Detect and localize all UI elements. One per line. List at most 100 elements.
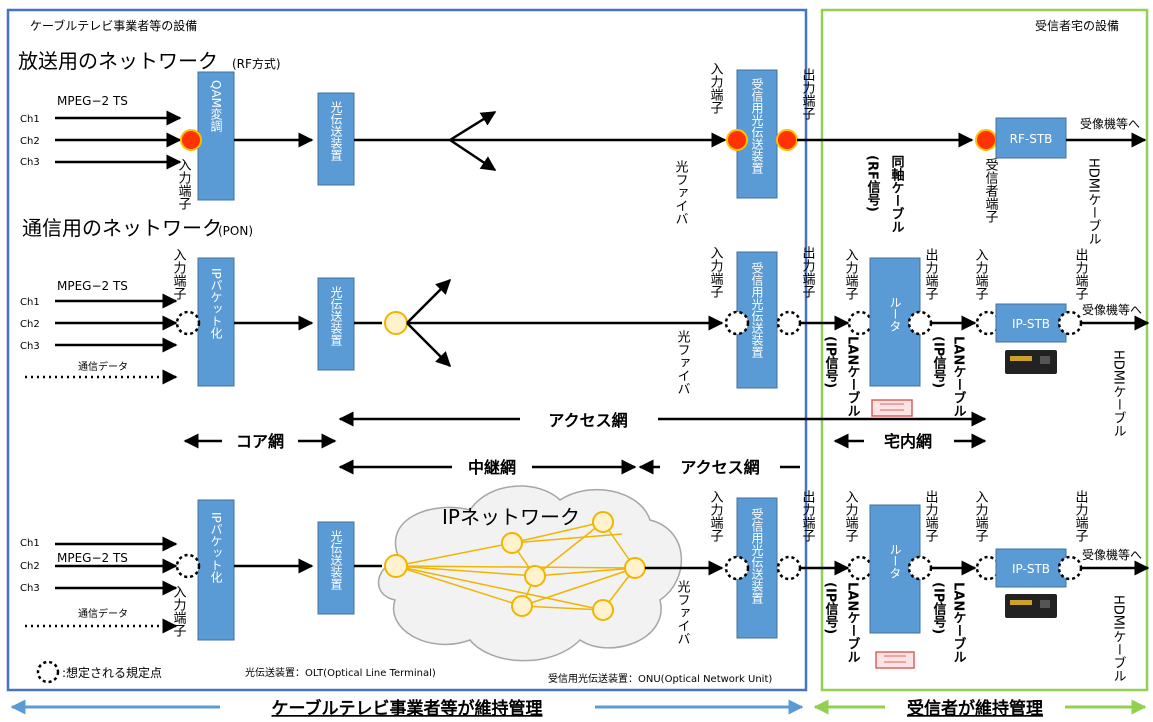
ip-ip-stb-label: IP-STB (1012, 562, 1050, 576)
ip-onu-output-port (776, 555, 802, 581)
qam-modulator-label: QAM変調 (209, 80, 223, 132)
rf-coax-label: 同軸ケーブル (889, 155, 905, 233)
ip-ch1-label: Ch1 (20, 538, 40, 549)
subscriber-region-title: 受信者宅の設備 (1035, 18, 1119, 33)
legend-onu-label: 受信用光伝送装置：ONU(Optical Network Unit) (548, 672, 772, 685)
ip-network-label: IPネットワーク (442, 505, 580, 529)
pon-onu-output-port (776, 310, 802, 336)
pon-ip-input-label: 入力端子 (171, 248, 187, 300)
pon-onu-input-label: 入力端子 (708, 246, 724, 298)
pon-stb-input-label: 入力端子 (973, 248, 989, 300)
access-zone-label: アクセス網 (548, 411, 627, 430)
subscriber-maintenance-label: 受信者が維持管理 (907, 698, 1043, 719)
rf-optical-tx-box (317, 92, 355, 186)
pon-lan-cable-label-1: LANケーブル (845, 336, 861, 418)
home-zone-label-bg (864, 428, 954, 454)
rf-optical-tx-label: 光伝送装置 (329, 101, 343, 161)
pon-optical-tx-box (317, 277, 355, 371)
ip-router-input-label: 入力端子 (843, 490, 859, 542)
qam-input-label: 入力端子 (176, 158, 192, 210)
ip-stb-input-label: 入力端子 (973, 490, 989, 542)
pon-split-up-arrow (406, 278, 452, 324)
home-zone-label: 宅内網 (884, 432, 932, 451)
pon-ch3-label: Ch3 (20, 341, 40, 352)
pon-split-down-arrow (406, 322, 452, 368)
ip-optical-tx-box (317, 521, 355, 615)
ip-to-receiver-label: 受像機等へ (1082, 547, 1142, 562)
rf-split-down-arrow (449, 138, 497, 172)
ip-ch3-label: Ch3 (20, 583, 40, 594)
rf-onu-input-label: 入力端子 (708, 62, 724, 114)
subscriber-region (820, 8, 1149, 692)
ip-fiber-label: 光ファイバ (675, 580, 691, 645)
ip-router-icon-1 (501, 532, 523, 554)
ip-router-label: ルータ (888, 543, 902, 579)
relay-zone-label: 中継網 (468, 458, 516, 477)
ip-network-mesh (395, 521, 636, 611)
rf-receiver-terminal-label: 受信者端子 (983, 158, 999, 223)
ip-lan-cable-label-1: LANケーブル (845, 582, 861, 664)
ip-lan-cable-label-2: LANケーブル (951, 582, 967, 664)
ip-optical-tx-label: 光伝送装置 (329, 530, 343, 590)
ip-comm-data-label: 通信データ (78, 607, 128, 620)
pon-comm-data-label: 通信データ (78, 360, 128, 373)
pon-router-device-icon (871, 399, 913, 417)
legend-ref-point-label: :想定される規定点 (62, 665, 162, 680)
ip-onu-output-label: 出力端子 (800, 490, 816, 542)
pon-onu-output-label: 出力端子 (800, 246, 816, 298)
rf-split-up-arrow (449, 110, 497, 142)
ip-router-input-port (847, 555, 873, 581)
legend-ref-point-icon (36, 660, 60, 684)
rf-stb-label: RF-STB (1010, 132, 1053, 146)
ip-optical-rx-label: 受信用光伝送装置 (750, 508, 764, 604)
subscriber-maintenance-label-bg (885, 694, 1065, 720)
ip-router-icon-2 (592, 511, 614, 533)
qam-modulator-box (197, 71, 235, 201)
access-zone-label-2: アクセス網 (680, 458, 759, 477)
pon-stb-output-port (1057, 310, 1083, 336)
rf-section-subtitle: (RF方式) (232, 56, 281, 71)
pon-lan-cable-label-2: LANケーブル (951, 336, 967, 418)
rf-onu-output-port (776, 129, 798, 151)
rf-optical-rx-label: 受信用光伝送装置 (750, 78, 764, 174)
ip-stb-output-port (1057, 555, 1083, 581)
ip-router-icon-4 (624, 557, 646, 579)
ip-packet-input-port (175, 553, 201, 579)
rf-ch1-label: Ch1 (20, 114, 40, 125)
ip-router-output-label: 出力端子 (923, 490, 939, 542)
rf-hdmi-label: HDMIケーブル (1086, 158, 1101, 245)
ip-router-icon-6 (592, 599, 614, 621)
rf-stb-input-port (975, 129, 997, 151)
access-zone-label-bg (520, 405, 658, 433)
pon-ip-packet-label: IPパケット化 (209, 268, 223, 339)
pon-stb-device-icon (1005, 350, 1057, 374)
rf-ch3-label: Ch3 (20, 157, 40, 168)
pon-ip-signal-label-1: (IP信号) (823, 336, 839, 388)
ip-edge-router-icon (384, 554, 408, 578)
pon-section-title: 通信用のネットワーク (22, 216, 222, 240)
pon-splitter-icon (384, 311, 408, 335)
ip-router-icon-5 (511, 595, 533, 617)
core-zone-label: コア網 (236, 432, 284, 451)
relay-zone-label-bg (452, 454, 532, 480)
ip-stb-output-label: 出力端子 (1073, 490, 1089, 542)
rf-fiber-label: 光ファイバ (673, 160, 689, 225)
pon-ip-input-port (175, 310, 201, 336)
rf-section-title: 放送用のネットワーク (18, 49, 218, 73)
pon-router-output-port (907, 310, 933, 336)
pon-onu-input-port (724, 310, 750, 336)
pon-to-receiver-label: 受像機等へ (1082, 302, 1142, 317)
operator-maintenance-label-bg (220, 694, 595, 720)
pon-router-output-label: 出力端子 (923, 248, 939, 300)
ip-router-output-port (907, 555, 933, 581)
rf-onu-output-label: 出力端子 (800, 68, 816, 120)
pon-router-label: ルータ (888, 296, 902, 332)
ip-router-device-icon (875, 651, 915, 669)
pon-ip-stb-label: IP-STB (1012, 317, 1050, 331)
pon-optical-tx-label: 光伝送装置 (329, 286, 343, 346)
operator-maintenance-label: ケーブルテレビ事業者等が維持管理 (272, 698, 543, 719)
pon-hdmi-label: HDMIケーブル (1111, 350, 1126, 437)
rf-to-receiver-label: 受像機等へ (1080, 116, 1140, 131)
pon-ip-stb-box (995, 303, 1067, 343)
